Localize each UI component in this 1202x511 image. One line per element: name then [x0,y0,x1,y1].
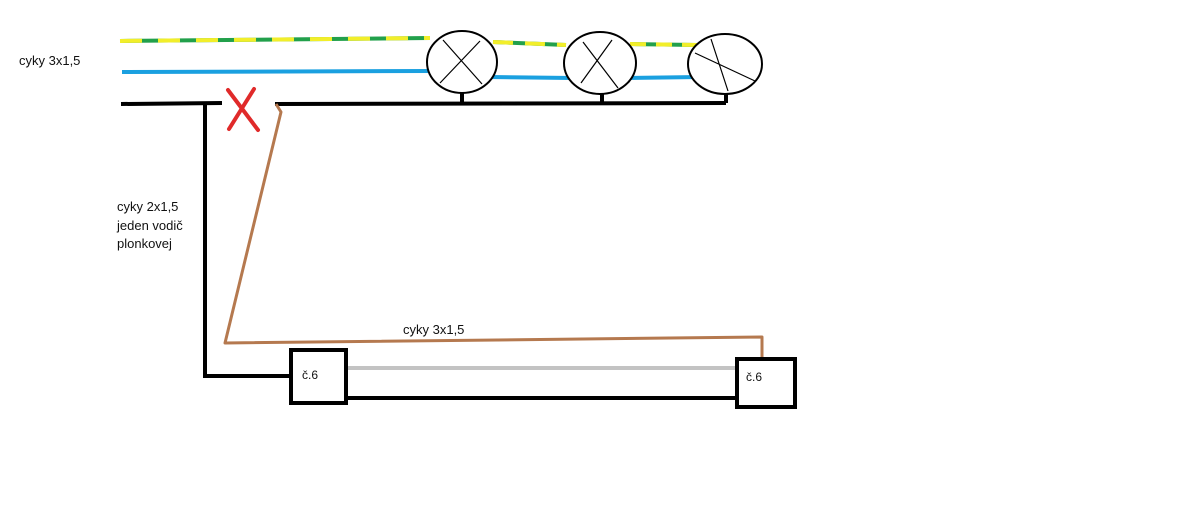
cross-mark-icon [226,87,260,132]
phase-wire-vertical [203,104,291,378]
phase-wire-top [120,88,728,106]
lamp-icon [687,33,763,95]
switch-box-right [735,357,797,409]
label-cable-vertical-3: plonkovej [117,236,172,251]
switch-box-left [289,348,348,405]
earth-wire [119,36,698,47]
label-cable-top: cyky 3x1,5 [19,53,81,68]
label-switch-left: č.6 [302,368,319,382]
label-cable-vertical-2: jeden vodič [117,218,183,233]
label-cable-bottom: cyky 3x1,5 [403,322,465,337]
label-cable-vertical-1: cyky 2x1,5 [117,199,179,214]
brown-wire [223,103,764,358]
neutral-wire [121,69,701,80]
label-switch-right: č.6 [746,370,763,384]
lamp-icon [426,30,498,94]
lamp-icon [563,31,637,95]
